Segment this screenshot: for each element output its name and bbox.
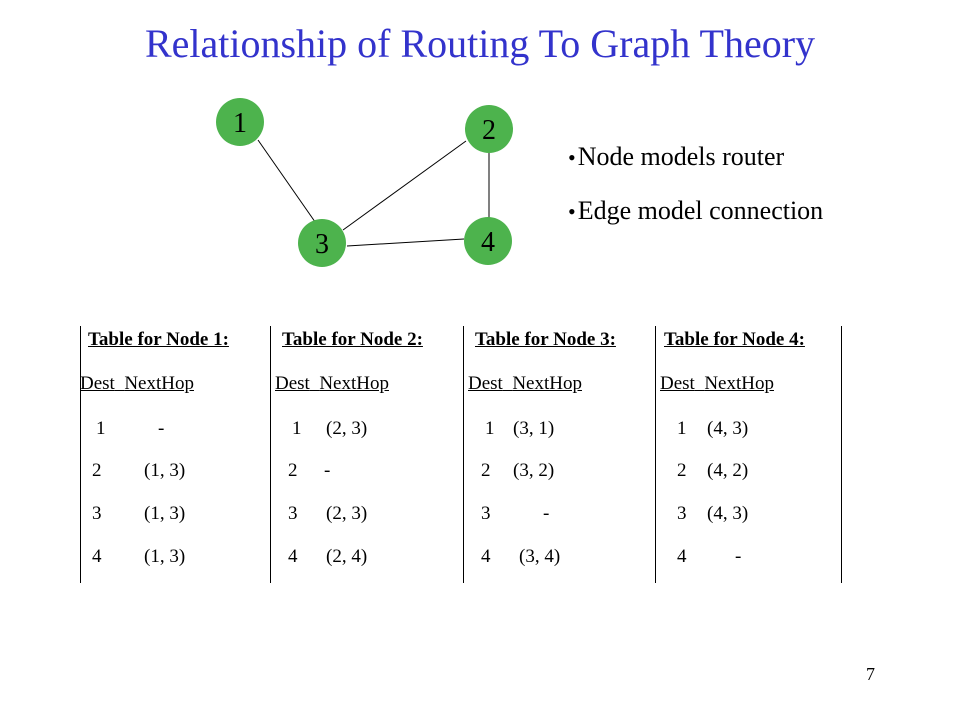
row-nexthop: (1, 3) [144,503,186,524]
graph-node-3: 3 [298,219,346,267]
page-number: 7 [866,664,875,684]
table-heading: Table for Node 2: [282,329,423,350]
bullet-list: •Node models router •Edge model connecti… [568,134,823,242]
graph-node-1: 1 [216,98,264,146]
graph-node-label: 4 [481,227,495,258]
table-heading: Table for Node 3: [475,329,616,350]
row-dest: 1 [485,418,495,439]
table-divider [655,326,656,583]
col-dest-header: Dest [80,373,115,394]
slide-title: Relationship of Routing To Graph Theory [144,21,816,66]
row-dest: 4 [677,546,687,567]
row-dest: 1 [677,418,687,439]
table-divider [80,326,81,583]
routing-tables: Table for Node 1: Dest NextHop 1 - 2 (1, 3… [80,326,845,586]
col-nexthop-header: NextHop [704,373,774,394]
row-dest: 3 [92,503,102,524]
table-heading: Table for Node 4: [664,329,805,350]
row-dest: 2 [92,460,102,481]
col-dest-header: Dest [275,373,310,394]
row-dest: 1 [96,418,106,439]
row-nexthop: - [735,546,742,567]
table-column-headers: Dest NextHop [468,373,582,395]
bullet-item: •Node models router [568,134,823,188]
row-nexthop: (3, 1) [513,418,555,439]
row-dest: 4 [288,546,298,567]
bullet-marker: • [568,199,576,224]
table-divider [270,326,271,583]
row-dest: 1 [292,418,302,439]
row-dest: 2 [288,460,298,481]
graph-edge-3-4 [346,238,465,247]
table-divider [463,326,464,583]
graph-node-label: 1 [233,108,247,139]
row-dest: 3 [677,503,687,524]
table-column-headers: Dest NextHop [80,373,194,395]
row-dest: 2 [677,460,687,481]
row-dest: 3 [481,503,491,524]
col-nexthop-header: NextHop [512,373,582,394]
row-nexthop: (4, 3) [707,418,749,439]
row-nexthop: (1, 3) [144,460,186,481]
bullet-item: •Edge model connection [568,188,823,242]
graph-node-label: 3 [315,229,329,260]
table-heading: Table for Node 1: [88,329,229,350]
row-nexthop: (2, 4) [326,546,368,567]
col-dest-header: Dest [468,373,503,394]
row-nexthop: - [324,460,331,481]
graph-edge-1-3 [257,139,321,230]
table-column-headers: Dest NextHop [275,373,389,395]
row-nexthop: - [158,418,165,439]
graph-edge-3-2 [342,140,467,231]
row-nexthop: (4, 3) [707,503,749,524]
row-nexthop: (1, 3) [144,546,186,567]
bullet-text: Edge model connection [577,196,824,225]
row-dest: 2 [481,460,491,481]
graph-node-4: 4 [464,217,512,265]
table-column-headers: Dest NextHop [660,373,774,395]
row-dest: 3 [288,503,298,524]
graph-node-label: 2 [482,115,496,146]
row-nexthop: (2, 3) [326,418,368,439]
col-dest-header: Dest [660,373,695,394]
col-nexthop-header: NextHop [124,373,194,394]
col-nexthop-header: NextHop [319,373,389,394]
table-divider [841,326,842,583]
row-nexthop: (3, 2) [513,460,555,481]
row-dest: 4 [92,546,102,567]
row-dest: 4 [481,546,491,567]
row-nexthop: (2, 3) [326,503,368,524]
bullet-text: Node models router [577,142,785,171]
row-nexthop: (3, 4) [519,546,561,567]
row-nexthop: (4, 2) [707,460,749,481]
network-graph: 1 2 3 4 [216,98,513,267]
graph-node-2: 2 [465,105,513,153]
row-nexthop: - [543,503,550,524]
bullet-marker: • [568,145,576,170]
